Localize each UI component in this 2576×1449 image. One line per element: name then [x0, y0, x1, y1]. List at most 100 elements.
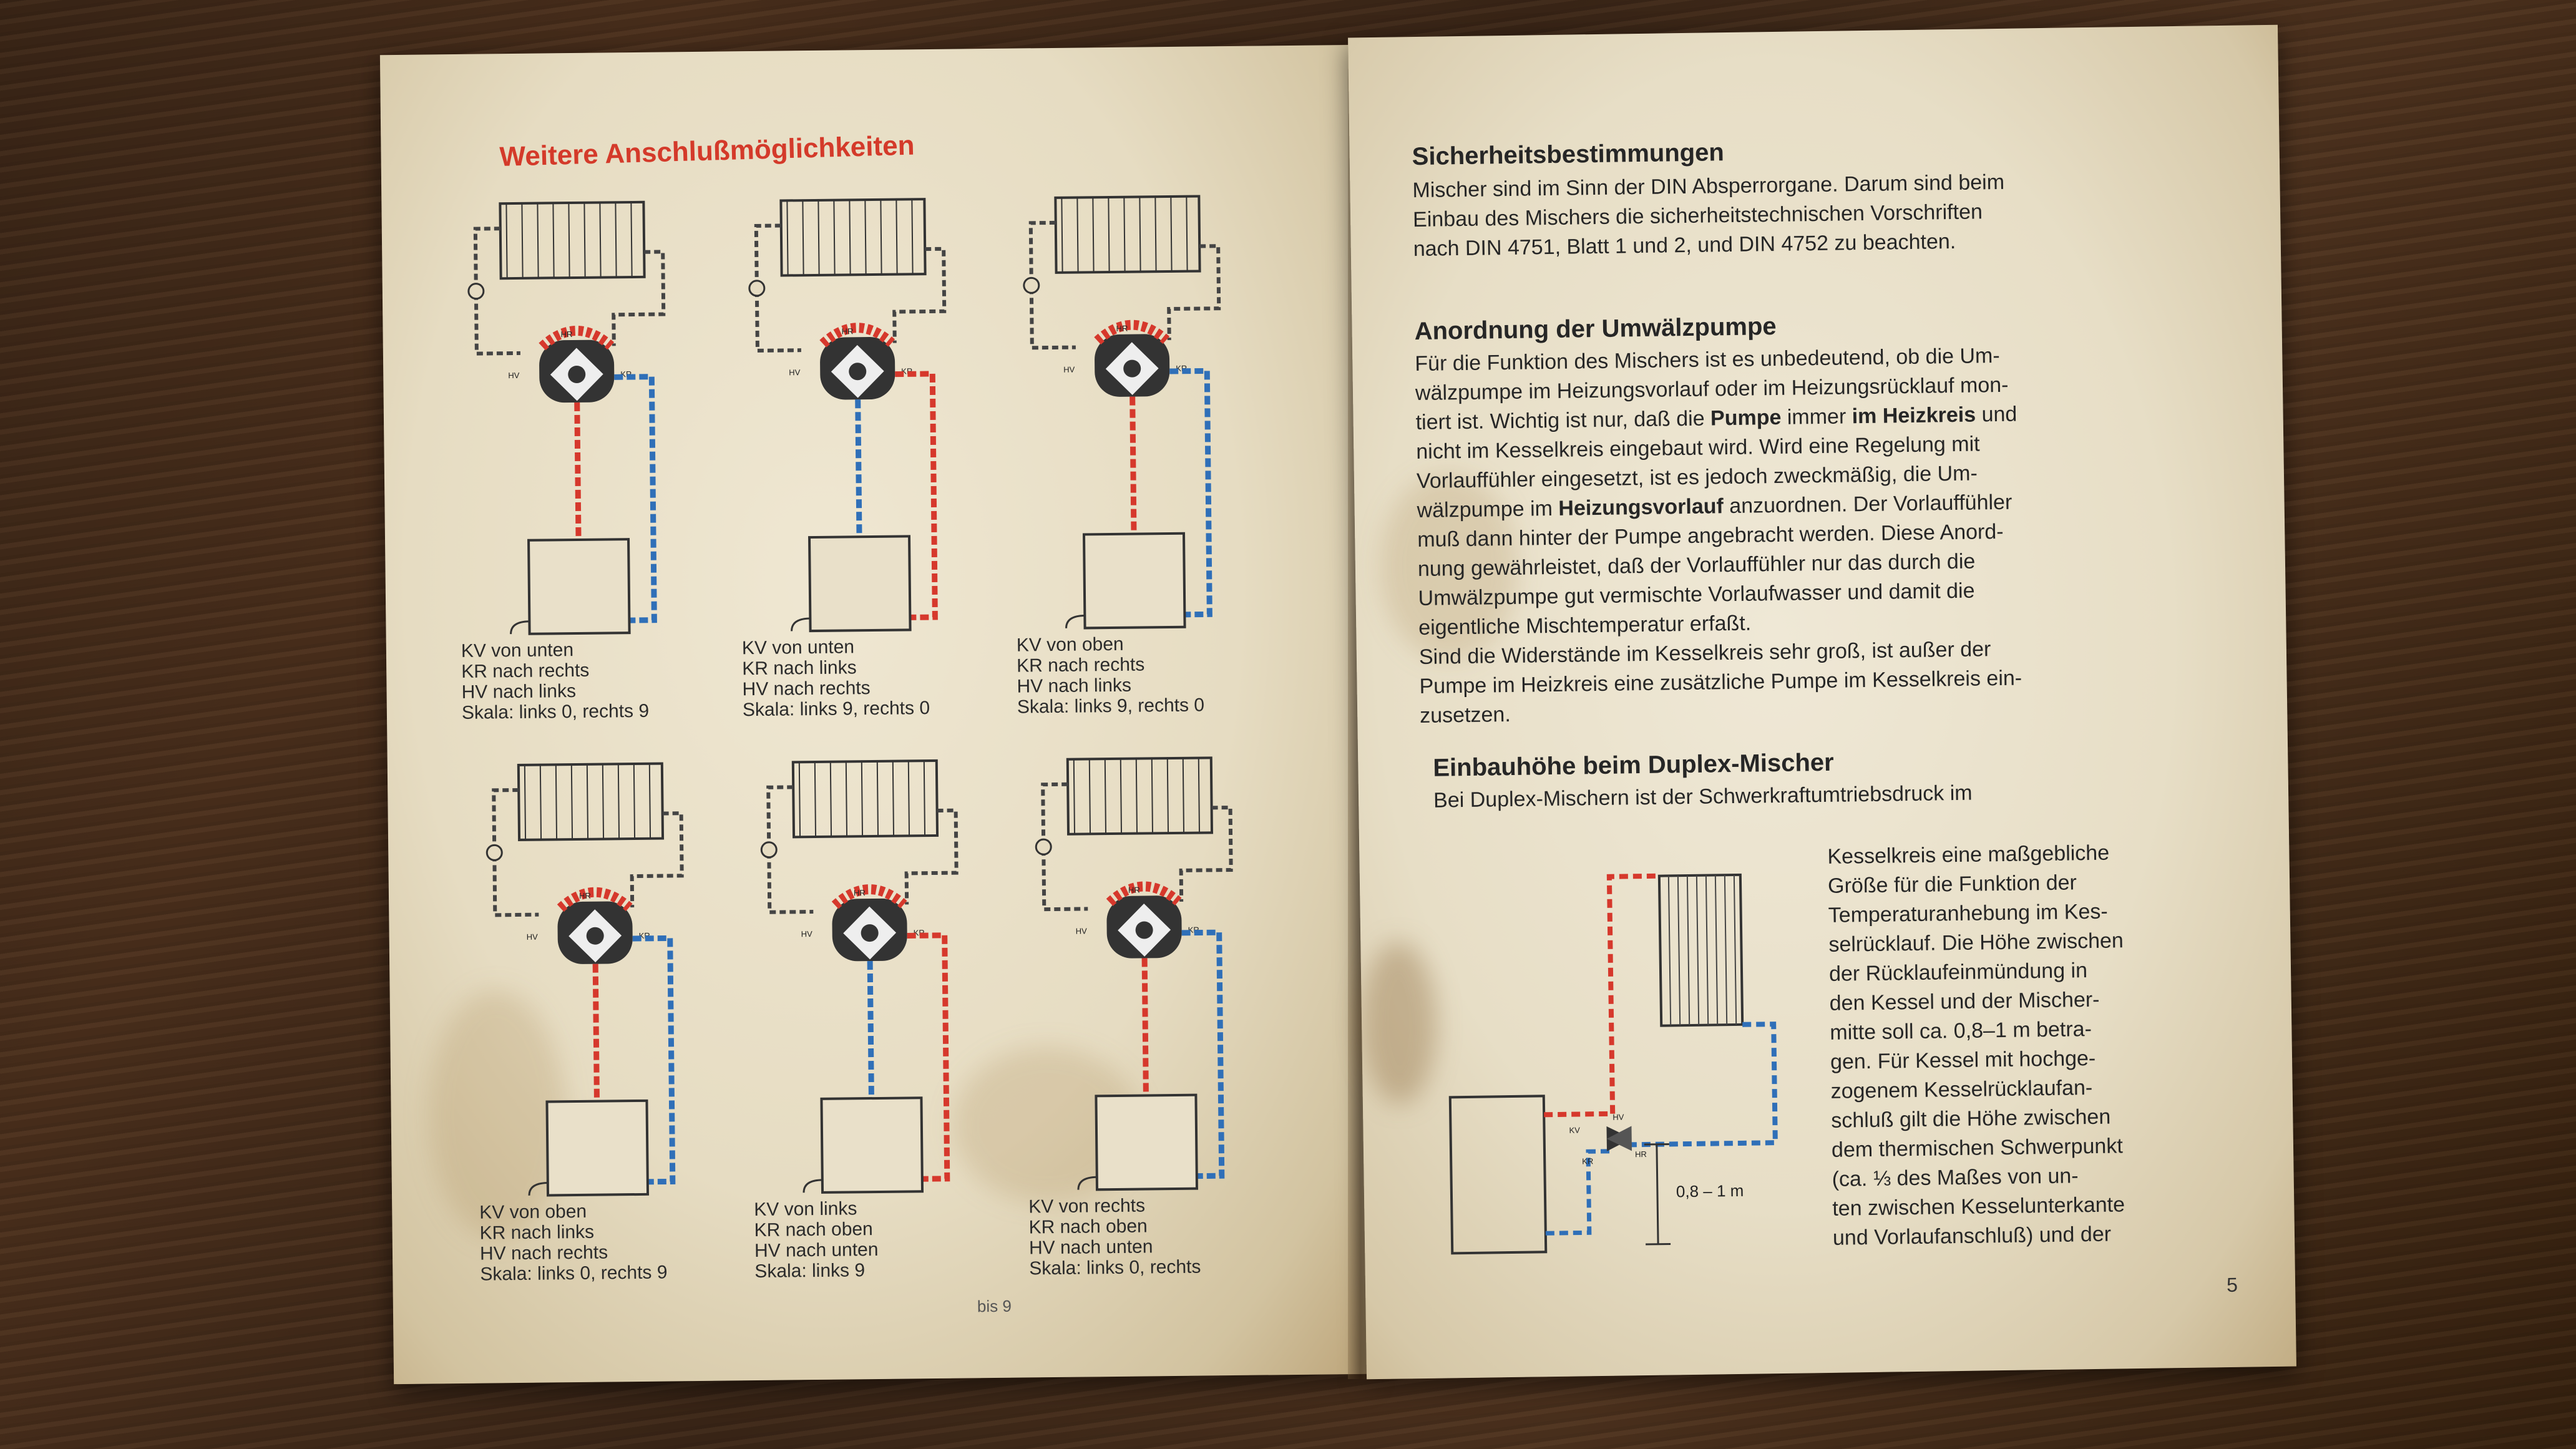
radiator-icon [1054, 195, 1201, 274]
diagram-drawing: HR HV KR [485, 762, 684, 1197]
text-line: den Kessel und der Mischer- [1829, 987, 2100, 1015]
mixer-label-hr: HR [1116, 324, 1128, 333]
boiler [1448, 1095, 1548, 1255]
diagram-caption: KV von unten KR nach links HV nach recht… [742, 635, 1005, 720]
connection-diagram-4: HR HV KR KV von oben KR nach links HV na… [479, 751, 711, 1285]
diagram-drawing: HR HV KR [760, 759, 959, 1194]
radiator [1657, 873, 1744, 1027]
pump-icon [485, 844, 503, 861]
text-line: Größe für die Funktion der [1827, 871, 2077, 898]
caption-line: KR nach links [479, 1221, 595, 1244]
diagram-drawing: HR HV KR [1035, 756, 1233, 1191]
boiler-icon [1082, 532, 1186, 630]
pump-icon [748, 280, 766, 297]
boiler-icon [808, 535, 912, 633]
mixer-label-kr: KR [1582, 1156, 1593, 1166]
boiler-icon [527, 538, 631, 635]
radiator-icon [499, 200, 646, 280]
duplex-text-column: Kesselkreis eine maßgebliche Größe für d… [1827, 837, 2207, 1253]
mixer-label-hv: HV [1612, 1112, 1624, 1121]
caption-line: Skala: links 0, rechts 9 [480, 1262, 668, 1285]
text-line: Kesselkreis eine maßgebliche [1827, 841, 2110, 869]
caption-line: KR nach links [742, 657, 857, 680]
text-line: selrücklauf. Die Höhe zwischen [1828, 929, 2124, 957]
mixer-label-kv: KV [1569, 1125, 1580, 1134]
caption-line: KV von oben [479, 1201, 587, 1223]
diagram-drawing: HR HV KR [1023, 195, 1221, 630]
text-line: der Rücklaufeinmündung in [1828, 959, 2088, 986]
pump-icon [760, 841, 778, 859]
connection-diagram-1: HR HV KR KV von unten KR nach rechts HV … [461, 189, 692, 723]
text-line: schluß gilt die Höhe zwischen [1831, 1105, 2111, 1133]
diagram-caption: KV von oben KR nach rechts HV nach links… [1016, 632, 1279, 718]
boiler-icon [545, 1099, 650, 1197]
mixer-label-hr: HR [1128, 886, 1140, 895]
caption-line: KR nach oben [1028, 1216, 1148, 1238]
caption-line: KV von links [754, 1198, 857, 1221]
caption-line: KV von oben [1016, 633, 1124, 656]
duplex-installation-diagram: HV KV KR HR 0,8 – 1 m [1448, 873, 1778, 1255]
mixer-label-hv: HV [789, 368, 801, 377]
diagram-drawing: HR HV KR [467, 200, 666, 635]
text-line: zogenem Kesselrücklaufan- [1830, 1076, 2093, 1103]
pump-icon [1035, 838, 1052, 856]
diagram-drawing: HR HV KR [748, 198, 947, 633]
caption-line: KR nach rechts [1017, 654, 1145, 676]
diagram-caption: KV von rechts KR nach oben HV nach unten… [1028, 1194, 1291, 1279]
left-page: Weitere Anschlußmöglichkeiten HR HV KR [379, 44, 1368, 1385]
radiator-icon [1066, 756, 1214, 836]
diagram-caption: KV von links KR nach oben HV nach unten … [754, 1197, 1017, 1282]
boiler-icon [1095, 1093, 1199, 1191]
mixer-label-hv: HV [1063, 365, 1075, 374]
text-line: und Vorlaufanschluß) und der [1832, 1222, 2112, 1250]
mixer-label-hv: HV [508, 371, 520, 380]
text-line: (ca. ⅓ des Maßes von un- [1832, 1164, 2079, 1191]
caption-line: Skala: links 0, rechts 9 [461, 700, 650, 723]
section-heading: Sicherheitsbestimmungen [1412, 139, 1725, 171]
text-line: Temperaturanhebung im Kes- [1828, 899, 2108, 927]
caption-line: Skala: links 9 [754, 1260, 866, 1282]
caption-line: KV von unten [461, 640, 574, 661]
mixer-label-hr: HR [561, 329, 573, 339]
height-dimension-label: 0,8 – 1 m [1676, 1181, 1744, 1201]
caption-line: KR nach rechts [461, 660, 590, 682]
section-safety: Sicherheitsbestimmungen Mischer sind im … [1412, 132, 2193, 264]
caption-line: HV nach rechts [479, 1242, 608, 1264]
connection-diagram-2: HR HV KR KV von unten KR nach links HV n… [742, 186, 973, 720]
radiator-icon [779, 198, 927, 277]
stray-text: bis 9 [977, 1296, 1012, 1316]
caption-line: Skala: links 9, rechts 0 [742, 698, 930, 721]
mixer-label-hv: HV [1076, 926, 1088, 935]
connection-diagram-6: HR HV KR KV von rechts KR nach oben HV n… [1028, 745, 1260, 1279]
page-number: 5 [2226, 1273, 2238, 1297]
text-line: mitte soll ca. 0,8–1 m betra- [1830, 1017, 2092, 1045]
caption-line: HV nach unten [754, 1239, 879, 1262]
text-line: ten zwischen Kesselunterkante [1832, 1193, 2125, 1221]
diagram-caption: KV von unten KR nach rechts HV nach link… [461, 638, 724, 723]
pump-icon [1023, 276, 1040, 294]
text-line: Bei Duplex-Mischern ist der Schwerkraftu… [1433, 781, 1973, 812]
text-line: gen. Für Kessel mit hochge- [1830, 1046, 2096, 1074]
diagram-caption: KV von oben KR nach links HV nach rechts… [479, 1199, 742, 1285]
caption-line: HV nach links [461, 680, 577, 703]
caption-line: Skala: links 0, rechts [1029, 1256, 1201, 1279]
connection-diagram-5: HR HV KR KV von links KR nach oben HV na… [754, 748, 985, 1282]
section-duplex: Einbauhöhe beim Duplex-Mischer Bei Duple… [1433, 743, 2213, 815]
open-booklet: Weitere Anschlußmöglichkeiten HR HV KR [379, 24, 2303, 1385]
caption-line: HV nach unten [1028, 1236, 1153, 1259]
connection-diagram-3: HR HV KR KV von oben KR nach rechts HV n… [1017, 183, 1247, 718]
caption-line: Skala: links 9, rechts 0 [1017, 695, 1205, 718]
radiator-icon [791, 759, 939, 839]
page-title: Weitere Anschlußmöglichkeiten [499, 130, 915, 173]
caption-line: HV nach links [1017, 675, 1132, 697]
caption-line: HV nach rechts [742, 678, 871, 700]
caption-line: KV von unten [741, 637, 855, 659]
caption-line: KR nach oben [754, 1219, 873, 1241]
section-pump: Anordnung der Umwälzpumpe Für die Funkti… [1414, 307, 2200, 731]
boiler-icon [820, 1096, 924, 1194]
right-page: Sicherheitsbestimmungen Mischer sind im … [1348, 24, 2296, 1380]
mixer-label-hr: HR [841, 326, 853, 336]
mixer-label-hv: HV [801, 929, 813, 939]
text-line: dem thermischen Schwerpunkt [1831, 1134, 2124, 1162]
mixer-label-hr: HR [579, 891, 591, 900]
